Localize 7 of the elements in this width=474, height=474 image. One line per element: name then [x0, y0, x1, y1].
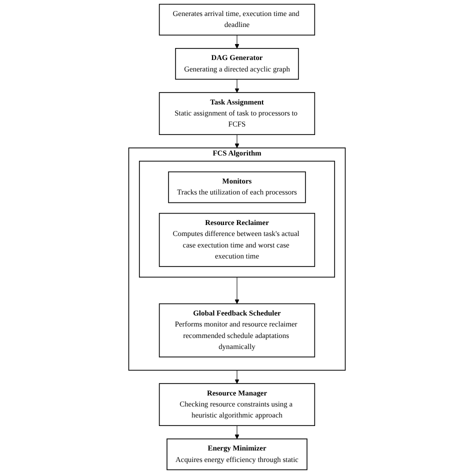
arrow [234, 370, 240, 384]
arrow [234, 134, 240, 148]
arrow [234, 425, 240, 440]
arrow [234, 79, 240, 93]
arrow [234, 276, 240, 304]
cluster [138, 160, 336, 278]
arrow [234, 34, 240, 49]
